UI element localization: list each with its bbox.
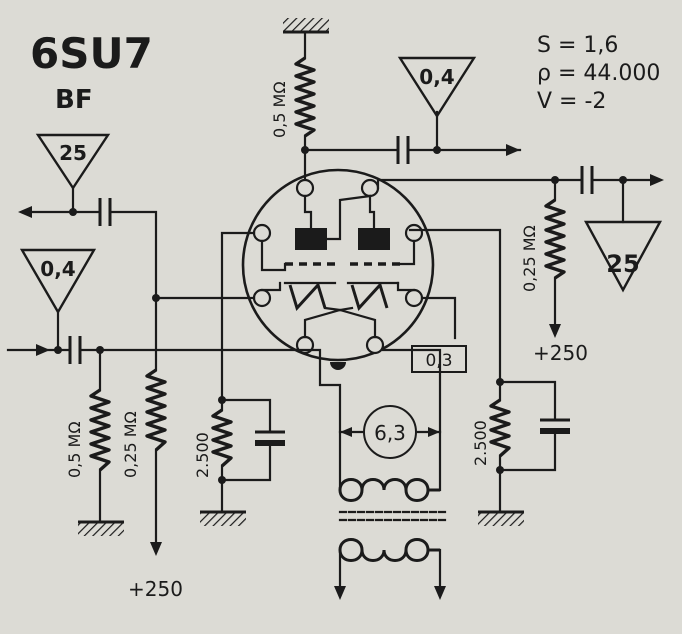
ground-left xyxy=(78,522,124,536)
label-r-cath-right: 2.500 xyxy=(471,420,490,466)
arrow-b-plus-right xyxy=(549,324,561,338)
ground-cathode-right xyxy=(478,512,524,526)
label-r-plate-top: 0,5 MΩ xyxy=(270,81,289,138)
heater-voltage-circle xyxy=(363,405,417,459)
arrow-b-plus-bottom xyxy=(150,542,162,556)
label-r-grid-left: 0,5 MΩ xyxy=(65,421,84,478)
cathode-right xyxy=(350,282,389,311)
triangle-left-mid xyxy=(19,248,97,315)
triangle-right xyxy=(583,220,663,293)
triangle-left-top-label: 25 xyxy=(59,141,87,165)
arrow-heater-left xyxy=(334,586,346,600)
ground-cathode-left xyxy=(200,512,246,526)
spec-v-label: V = -2 xyxy=(537,89,606,114)
anode-right xyxy=(358,228,390,250)
pin-1 xyxy=(295,178,315,198)
label-heater-voltage: 6,3 xyxy=(374,421,406,445)
label-b-plus-right: +250 xyxy=(533,341,588,365)
arrow-heater-right xyxy=(434,586,446,600)
cathode-left xyxy=(288,282,327,311)
triangle-left-mid-label: 0,4 xyxy=(40,257,75,281)
resistor-grid-left xyxy=(89,388,111,472)
resistor-cathode-left xyxy=(211,408,233,468)
transformer-secondary xyxy=(338,538,440,562)
arrow-right-output xyxy=(650,174,664,186)
resistor-grid-right xyxy=(145,368,167,452)
pin-5 xyxy=(252,288,272,308)
tube-key xyxy=(330,362,346,370)
spec-s-label: S = 1,6 xyxy=(537,33,618,58)
arrow-left-input xyxy=(36,344,50,356)
label-r-cath-left: 2.500 xyxy=(193,432,212,478)
arrow-left-output xyxy=(18,206,32,218)
anode-left xyxy=(295,228,327,250)
triangle-top-mid-label: 0,4 xyxy=(419,65,454,89)
resistor-plate-right xyxy=(544,198,566,280)
triangle-top-mid xyxy=(397,56,477,119)
tube-envelope xyxy=(241,168,435,362)
resistor-plate-top xyxy=(294,56,316,138)
pin-3 xyxy=(252,223,272,243)
pin-8 xyxy=(365,335,385,355)
triangle-right-label: 25 xyxy=(606,250,639,278)
spec-rho-label: ρ = 44.000 xyxy=(537,61,660,86)
pin-6 xyxy=(404,288,424,308)
tube-type-label: 6SU7 xyxy=(30,29,153,78)
ground-top xyxy=(283,18,329,32)
arrow-top-right xyxy=(506,144,520,156)
tube-subtype-label: BF xyxy=(55,85,93,115)
transformer-primary xyxy=(338,478,440,502)
triangle-left-top xyxy=(35,133,111,191)
label-b-plus-bottom: +250 xyxy=(128,577,183,601)
pin-4 xyxy=(404,223,424,243)
label-r-plate-right: 0,25 MΩ xyxy=(520,225,539,292)
capacitor-cathode-left-plate2 xyxy=(255,440,285,446)
capacitor-cathode-right-plate2 xyxy=(540,428,570,434)
label-r-grid-right: 0,25 MΩ xyxy=(121,411,140,478)
pin-2 xyxy=(360,178,380,198)
resistor-cathode-right xyxy=(489,398,511,458)
